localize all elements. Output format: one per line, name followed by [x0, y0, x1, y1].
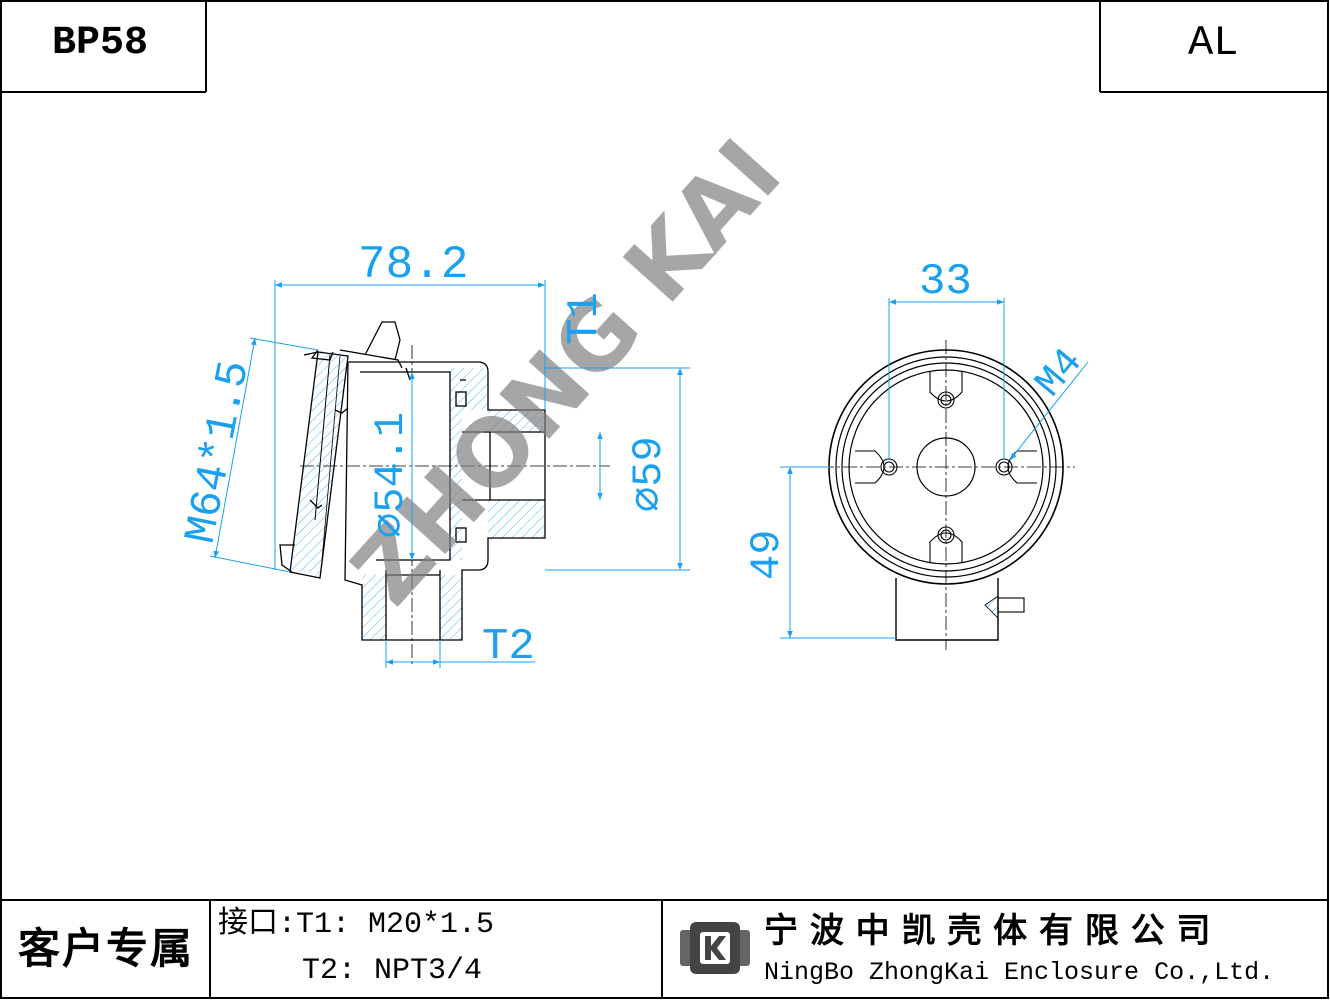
ports-line-1: 接口:T1: M20*1.5 [218, 908, 495, 942]
zk-logo-icon [680, 922, 750, 974]
side-section-view [279, 321, 546, 641]
ports-line-2: T2: NPT3/4 [302, 954, 483, 988]
dimension-lines [209, 280, 1089, 668]
material-code: AL [1188, 19, 1239, 67]
dim-overall-length: 78.2 [358, 239, 468, 291]
company-name-cn: 宁 波 中 凯 壳 体 有 限 公 司 [764, 911, 1211, 951]
company-name-en: NingBo ZhongKai Enclosure Co.,Ltd. [764, 958, 1275, 987]
dim-port-t1: T1 [560, 292, 610, 345]
dim-center-height: 49 [743, 530, 791, 580]
dim-inner-diameter: ⌀54.1 [367, 412, 415, 538]
model-number: BP58 [52, 21, 149, 66]
m4-holes [880, 391, 1013, 544]
customer-label: 客户专属 [18, 924, 195, 973]
front-centerlines [820, 340, 1075, 650]
dim-flange-thread: M64*1.5 [177, 357, 261, 548]
dim-outer-diameter: ⌀59 [625, 436, 673, 512]
dim-port-t2: T2 [482, 622, 535, 672]
dim-hole-thread: M4 [1027, 341, 1092, 407]
dim-hole-spacing: 33 [919, 257, 972, 307]
